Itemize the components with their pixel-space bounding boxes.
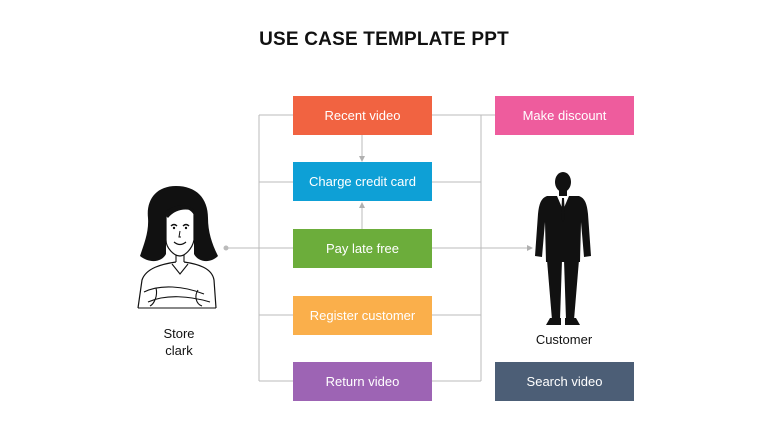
store-clerk-label-line1: Store xyxy=(163,326,195,341)
customer-label: Customer xyxy=(535,332,593,347)
store-clerk-label: Store clark xyxy=(139,325,219,359)
use-case-register-customer[interactable]: Register customer xyxy=(293,296,432,335)
use-case-recent-video[interactable]: Recent video xyxy=(293,96,432,135)
use-case-make-discount[interactable]: Make discount xyxy=(495,96,634,135)
use-case-label: Make discount xyxy=(522,108,607,123)
use-case-return-video[interactable]: Return video xyxy=(293,362,432,401)
use-case-label: Pay late free xyxy=(326,241,399,256)
store-clerk-label-line2: clark xyxy=(165,343,193,358)
page-title: USE CASE TEMPLATE PPT xyxy=(259,29,509,50)
left-end-dot xyxy=(223,245,229,251)
use-case-label: Recent video xyxy=(324,108,401,123)
use-case-label: Register customer xyxy=(309,308,416,323)
use-case-search-video[interactable]: Search video xyxy=(495,362,634,401)
use-case-label: Charge credit card xyxy=(309,174,416,189)
store-clerk-figure xyxy=(137,186,218,309)
customer-figure xyxy=(535,172,591,325)
use-case-label: Return video xyxy=(325,374,400,389)
use-case-pay-late-free[interactable]: Pay late free xyxy=(293,229,432,268)
use-case-charge-credit-card[interactable]: Charge credit card xyxy=(293,162,432,201)
use-case-label: Search video xyxy=(526,374,603,389)
